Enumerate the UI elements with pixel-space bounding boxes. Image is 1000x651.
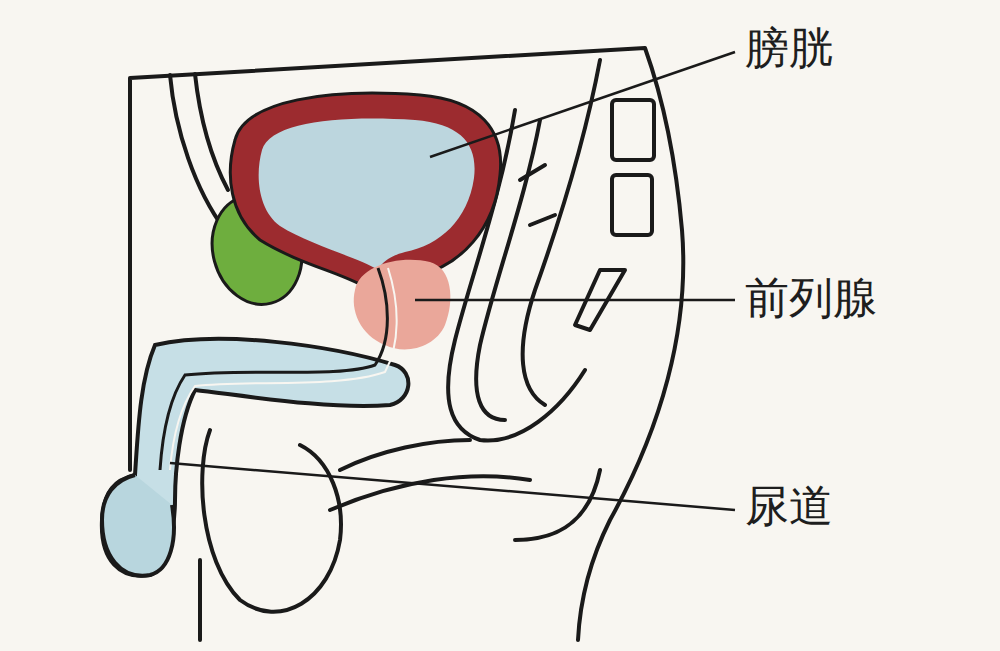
part-label: 尿道 [745,482,833,530]
leader-line [430,52,735,157]
prostate [354,260,451,350]
bladder-wall [230,93,500,300]
part-label: 前列腺 [745,274,877,322]
scrotum [202,430,341,612]
rectum-fold [520,165,555,225]
vertebra [612,175,652,235]
part-label: 膀胱 [745,24,833,72]
perineum [330,440,530,510]
glans [102,475,174,576]
urethra [160,268,387,470]
buttock [515,470,600,540]
penis [102,339,409,576]
bladder-lumen [259,119,475,270]
vertebra [612,100,654,160]
leader-line [415,299,735,302]
abdomen-wall [170,74,228,230]
leader-line [170,463,735,510]
urethra [170,268,397,470]
